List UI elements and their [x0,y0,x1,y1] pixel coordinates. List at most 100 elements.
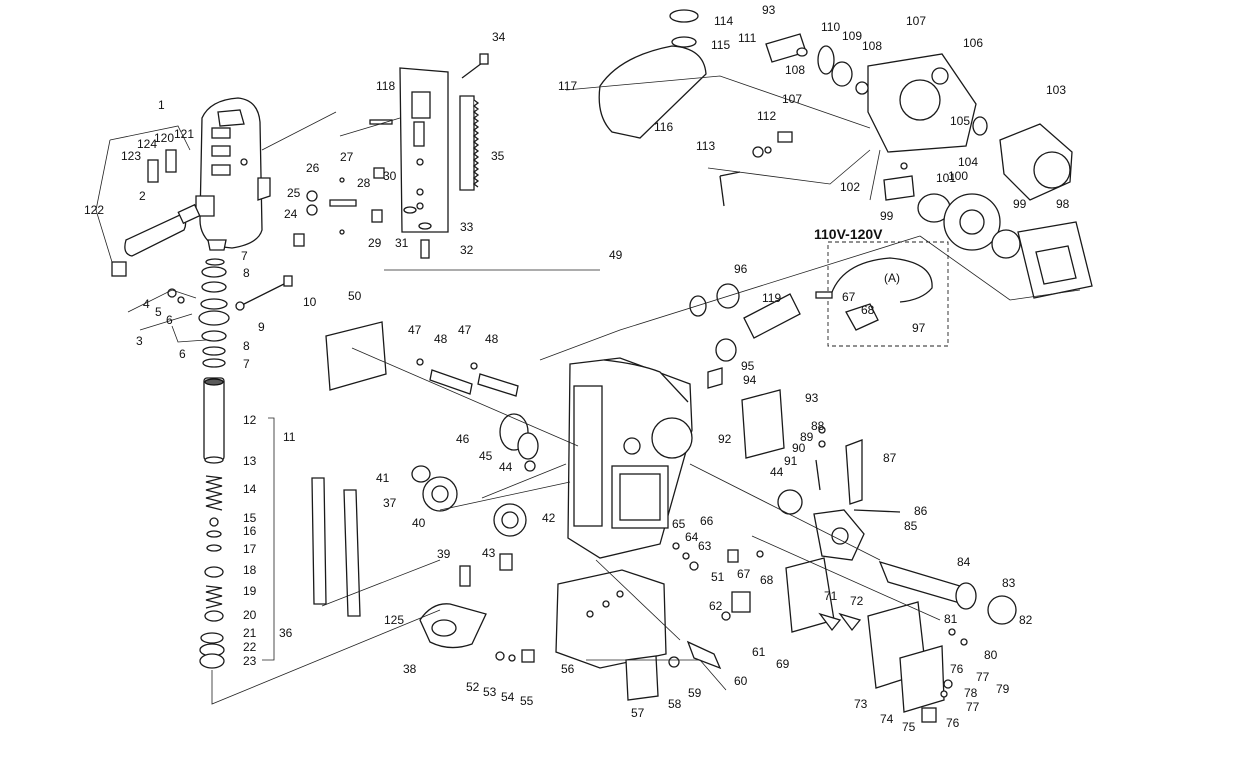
callout-50: 50 [348,289,362,303]
callout-42: 42 [542,511,556,525]
callout-68: 68 [861,303,875,317]
callout-105: 105 [950,114,970,128]
callout-69: 69 [776,657,790,671]
callout-124: 124 [137,137,157,151]
callout-82: 82 [1019,613,1033,627]
callout-93b: 93 [762,3,776,17]
callout-3: 3 [136,334,143,348]
callout-99b: 99 [1013,197,1027,211]
gear-housing [867,53,977,153]
callout-88: 88 [811,419,825,433]
callout-5: 5 [155,305,162,319]
callout-96: 96 [734,262,748,276]
callout-22: 22 [243,640,257,654]
callout-20: 20 [243,608,257,622]
callout-111: 111 [738,31,757,45]
callout-85: 85 [904,519,918,533]
callout-60: 60 [734,674,748,688]
callout-16: 16 [243,524,257,538]
callout-6: 6 [166,313,173,327]
callout-91: 91 [784,454,798,468]
callout-83: 83 [1002,576,1016,590]
callout-13: 13 [243,454,257,468]
callout-21: 21 [243,626,257,640]
motor-housing [195,97,271,251]
callout-26: 26 [306,161,320,175]
callout-40: 40 [412,516,426,530]
callout-72: 72 [850,594,864,608]
callout-93: 93 [805,391,819,405]
cable-gland [689,283,801,362]
callout-28: 28 [357,176,371,190]
callout-116: 116 [654,120,673,134]
callout-79: 79 [996,682,1010,696]
callout-47b: 47 [458,323,472,337]
callout-12: 12 [243,413,257,427]
callout-92: 92 [718,432,732,446]
callout-1: 1 [158,98,165,112]
callout-38: 38 [403,662,417,676]
guide-rails [311,477,361,617]
shafts [416,358,539,472]
callout-17: 17 [243,542,257,556]
callout-74: 74 [880,712,894,726]
callout-34: 34 [492,30,506,44]
callout-67: 67 [842,290,856,304]
callout-71: 71 [824,589,838,603]
callout-33: 33 [460,220,474,234]
callout-76: 76 [950,662,964,676]
callout-10: 10 [303,295,317,309]
callout-120: 120 [154,131,174,145]
callout-61: 61 [752,645,766,659]
callout-27: 27 [340,150,354,164]
callout-119: 119 [762,291,781,305]
feed-handle [419,565,487,649]
callout-114: 114 [714,14,733,28]
gear-train [719,33,1021,259]
gear-rack [459,95,480,191]
callout-106: 106 [963,36,983,50]
callout-65: 65 [672,517,686,531]
callout-90: 90 [792,441,806,455]
callout-81: 81 [944,612,958,626]
gasket-98 [1017,221,1093,299]
label-plates [111,149,177,277]
callout-35: 35 [491,149,505,163]
callout-108: 108 [862,39,882,53]
callout-101: 101 [936,171,956,185]
spindle-bolts [167,275,293,311]
callout-75: 75 [902,720,916,734]
callout-7b: 7 [243,357,250,371]
callout-94: 94 [743,373,757,387]
callout-numbers: 1 2 3 4 5 6 6 7 7 8 8 9 10 11 12 13 14 1… [84,3,1070,734]
callout-52: 52 [466,680,480,694]
callout-46: 46 [456,432,470,446]
callout-102: 102 [840,180,860,194]
callout-44b: 44 [770,465,784,479]
callout-25: 25 [287,186,301,200]
callout-66: 66 [700,514,714,528]
side-handle [124,203,201,257]
callout-58: 58 [668,697,682,711]
callout-31: 31 [395,236,409,250]
callout-43: 43 [482,546,496,560]
gear-cover [598,9,707,139]
callout-87: 87 [883,451,897,465]
callout-97: 97 [912,321,926,335]
callout-14: 14 [243,482,257,496]
callout-53: 53 [483,685,497,699]
callout-125: 125 [384,613,404,627]
callout-6b: 6 [179,347,186,361]
callout-39: 39 [437,547,451,561]
callout-19: 19 [243,584,257,598]
callout-56: 56 [561,662,575,676]
callout-100: 100 [948,169,968,183]
drill-frame [567,357,693,559]
callout-117: 117 [558,79,577,93]
arbor-assembly [777,426,1017,625]
callout-107b: 107 [782,92,802,106]
callout-77: 77 [976,670,990,684]
callout-32: 32 [460,243,474,257]
callout-99: 99 [880,209,894,223]
callout-63: 63 [698,539,712,553]
